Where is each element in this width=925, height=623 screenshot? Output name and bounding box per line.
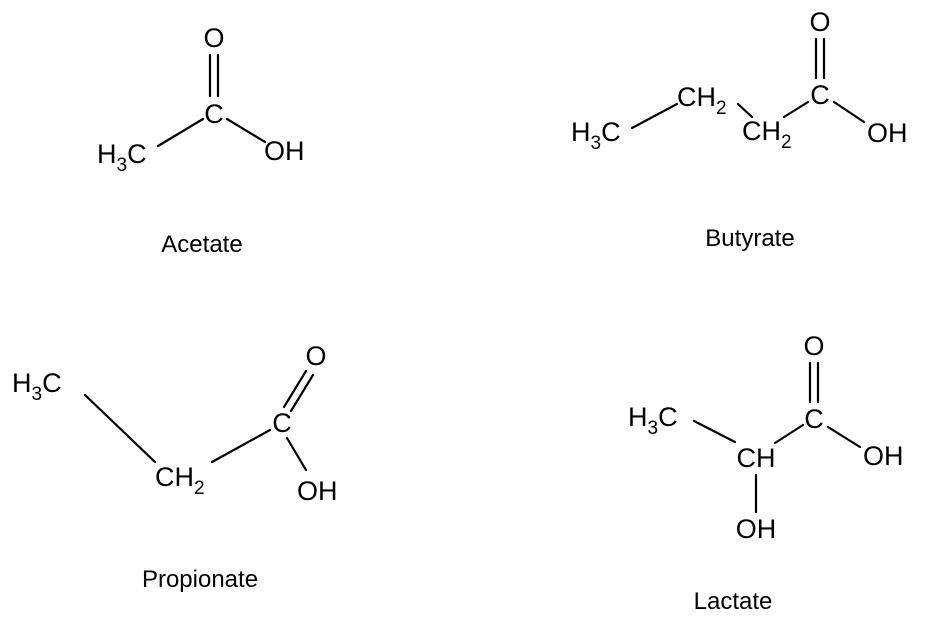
propionate-bond-ch2-carbon (210, 428, 272, 464)
butyrate-bond-hydroxyl (832, 100, 866, 124)
propionate-methyl-subscript: 3 (32, 384, 43, 405)
propionate-methyl-h: H (12, 368, 32, 398)
propionate-carbon: C (272, 408, 292, 438)
butyrate-ch2-b-ch: CH (742, 116, 781, 146)
lactate-methyl-group: H3C (628, 402, 678, 439)
acetate-bond-methyl (156, 117, 205, 148)
butyrate-hydroxyl: OH (867, 118, 908, 148)
butyrate-structure: O C H3C CH2 CH2 OH (571, 7, 908, 154)
butyrate-ch2-b-subscript: 2 (781, 132, 792, 153)
butyrate-methyl-group: H3C (571, 117, 621, 154)
lactate-bond-hydroxyl (826, 425, 862, 449)
acetate-structure: O C H3C OH (97, 23, 305, 176)
butyrate-carbon: C (810, 80, 830, 110)
lactate-methyl-c: C (658, 402, 678, 432)
lactate-carbonyl-oxygen: O (803, 331, 824, 361)
butyrate-methyl-subscript: 3 (591, 133, 602, 154)
butyrate-carbonyl-oxygen: O (809, 7, 830, 37)
propionate-bond-hydroxyl (285, 436, 308, 472)
propionate-hydroxyl: OH (297, 476, 338, 506)
propionate-double-bond-a (282, 369, 308, 409)
acetate-methyl-c: C (127, 139, 147, 169)
propionate-bond-methyl-ch2 (83, 393, 157, 464)
butyrate-label: Butyrate (705, 225, 794, 252)
acetate-hydroxyl: OH (264, 136, 305, 166)
lactate-structure: O C H3C CH OH OH (628, 331, 904, 544)
propionate-label: Propionate (142, 566, 258, 593)
propionate-structure: H3C O C CH2 OH (12, 341, 338, 506)
acetate-methyl-subscript: 3 (117, 155, 128, 176)
butyrate-ch2-a-subscript: 2 (716, 98, 727, 119)
butyrate-ch2-a-ch: CH (677, 82, 716, 112)
butyrate-bond-methyl-ch2 (630, 102, 679, 130)
lactate-ch: CH (737, 443, 776, 473)
acetate-carbonyl-oxygen: O (203, 23, 224, 53)
butyrate-bond-ch2-carbon (782, 100, 810, 119)
lactate-side-hydroxyl: OH (736, 514, 777, 544)
acetate-methyl-h: H (97, 139, 117, 169)
lactate-methyl-h: H (628, 402, 648, 432)
propionate-methyl-c: C (42, 368, 62, 398)
acetate-label: Acetate (161, 231, 242, 258)
acetate-bond-hydroxyl (225, 117, 267, 144)
propionate-ch2-ch: CH (155, 462, 194, 492)
propionate-ch2-subscript: 2 (194, 478, 205, 499)
butyrate-ch2-group-b: CH2 (742, 116, 792, 153)
acetate-methyl-group: H3C (97, 139, 147, 176)
lactate-label: Lactate (694, 588, 773, 615)
butyrate-bond-ch2-ch2 (736, 102, 754, 119)
lactate-hydroxyl: OH (863, 441, 904, 471)
lactate-methyl-subscript: 3 (648, 418, 659, 439)
butyrate-ch2-group-a: CH2 (677, 82, 727, 119)
lactate-bond-methyl-ch (692, 419, 737, 444)
acetate-carbon: C (204, 99, 224, 129)
lactate-bond-ch-carbon (773, 423, 805, 445)
lactate-carbon: C (804, 404, 824, 434)
propionate-double-bond-b (289, 373, 315, 413)
propionate-ch2-group: CH2 (155, 462, 205, 499)
propionate-methyl-group: H3C (12, 368, 62, 405)
butyrate-methyl-c: C (601, 117, 621, 147)
propionate-carbonyl-oxygen: O (305, 341, 326, 371)
butyrate-methyl-h: H (571, 117, 591, 147)
